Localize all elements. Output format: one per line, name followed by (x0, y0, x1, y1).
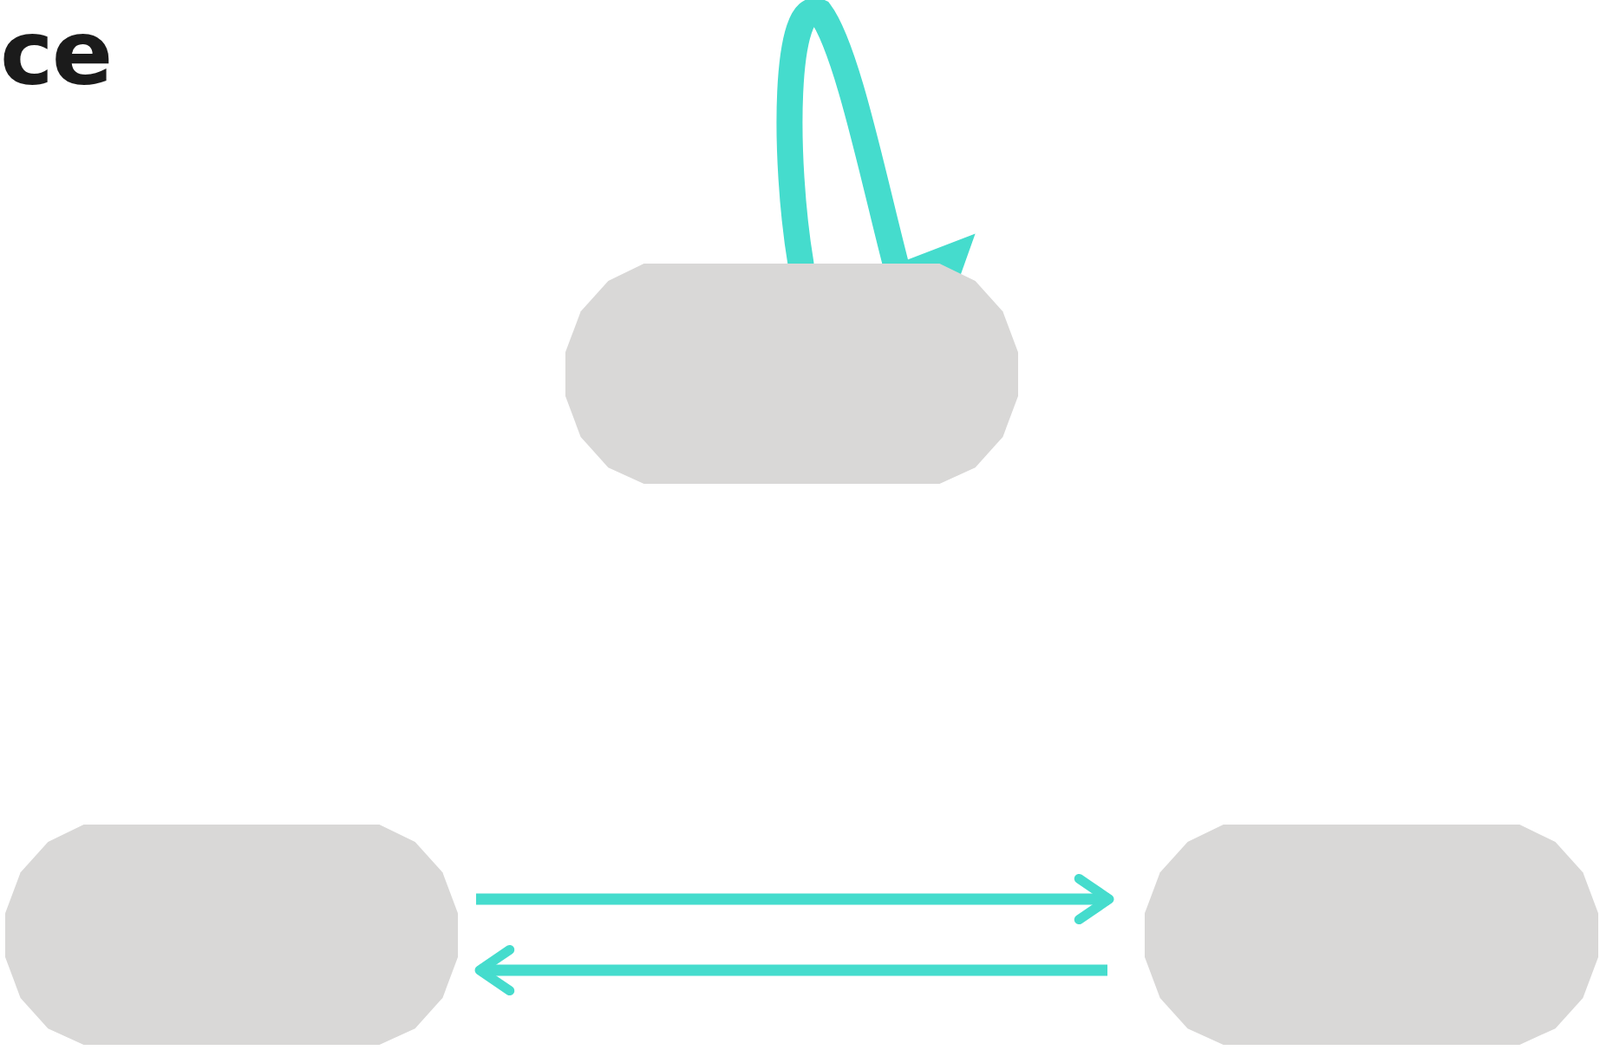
diagram-title: ce (0, 3, 112, 103)
octagon-outline (5, 824, 458, 1045)
connector-arrow (479, 949, 1108, 991)
octagon-outline (1144, 824, 1599, 1045)
process-box (1144, 824, 1599, 1045)
process-box (5, 824, 458, 1045)
octagon-outline (565, 263, 1019, 484)
process-box (565, 263, 1019, 484)
connector-arrow (476, 878, 1110, 920)
